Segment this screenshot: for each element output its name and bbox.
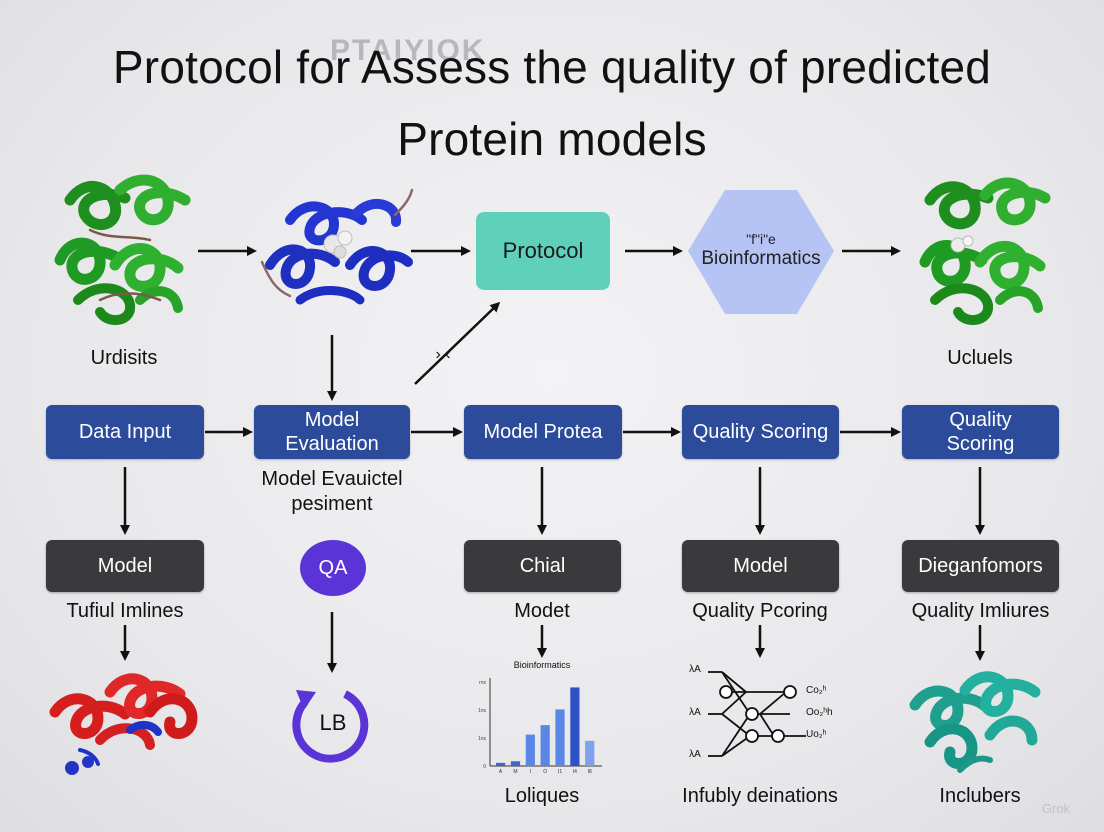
protein-structure-blue <box>260 188 414 305</box>
diagonal-arrow-label: › ‹ <box>435 346 451 363</box>
mini-chart-y-tick-label: 1ns <box>478 736 487 742</box>
mini-chart-bar <box>555 709 565 766</box>
bottom-label-col5: Inclubers <box>939 785 1021 807</box>
dieganfomors-box: Dieganfomors <box>902 540 1059 592</box>
mini-chart-bar <box>570 687 580 766</box>
model-evaluation-sublabel: Model Evauictel pesiment <box>261 468 403 515</box>
qa-label: QA <box>318 556 348 579</box>
mini-chart-x-tick-label: M <box>513 769 517 775</box>
mini-chart-bar <box>510 761 521 766</box>
lower-label-col5: Quality Imliures <box>911 600 1050 622</box>
mini-chart-x-tick-label: I1 <box>558 769 562 775</box>
page-title-line-2: Protein models <box>397 113 707 165</box>
hexagon-label: Bioinformatics <box>701 248 821 269</box>
mini-chart-title: Bioinformatics <box>514 660 571 670</box>
qa-circle: QA <box>300 540 366 596</box>
network-output-label-2: Oo₂ʰh <box>806 707 833 718</box>
grok-watermark: Grok <box>1041 801 1070 816</box>
model-box-2: Model <box>682 540 839 592</box>
ghost-watermark-text: PTAIYIOK <box>330 34 486 67</box>
mini-chart-bar <box>525 734 535 766</box>
bioinformatics-hexagon: "f"i"e Bioinformatics <box>688 188 834 314</box>
bottom-label-col4: Infubly deinations <box>682 785 838 807</box>
top-right-label: Ucluels <box>947 347 1013 369</box>
model-box-1: Model <box>46 540 204 592</box>
network-output-label-3: Uo₂ʰ <box>806 729 827 740</box>
page-title-line-1: Protocol for Assess the quality of predi… <box>112 41 992 93</box>
network-output-label-1: Co₂ʰ <box>806 685 827 696</box>
lower-label-col1: Tufiul Imlines <box>66 600 184 622</box>
model-protea-label: Model Protea <box>483 421 603 443</box>
mini-chart-y-tick-label: 1ns <box>478 708 487 714</box>
hexagon-small-text: "f"i"e <box>746 231 776 248</box>
mini-bar-chart: Bioinformatics rns 1ns 1ns 0A M I O I1 I4 I8 <box>478 660 602 775</box>
data-input-box: Data Input <box>46 405 204 459</box>
dieganfomors-label: Dieganfomors <box>918 554 1043 577</box>
network-input-label-2: λA <box>689 707 701 718</box>
model-box-1-label: Model <box>97 554 153 577</box>
arrow-diagonal-to-protocol <box>414 301 501 385</box>
mini-chart-bar <box>496 762 506 766</box>
quality-scoring-box-2: Quality Scoring <box>902 405 1059 459</box>
lb-icon-label: LB <box>319 710 347 735</box>
mini-chart-bar <box>540 725 550 766</box>
network-input-label-1: λA <box>689 664 701 675</box>
top-left-label: Urdisits <box>90 347 158 369</box>
quality-scoring-label-2: Quality Scoring <box>946 409 1015 455</box>
quality-scoring-box: Quality Scoring <box>682 405 839 459</box>
model-evaluation-label: Model Evaluation <box>285 409 379 455</box>
lower-label-col3: Modet <box>514 600 570 622</box>
chial-box: Chial <box>464 540 621 592</box>
scoring-network-diagram <box>708 671 806 757</box>
model-evaluation-box: Model Evaluation <box>254 405 410 459</box>
bottom-label-col3: Loliques <box>504 785 580 807</box>
protein-structure-red <box>49 673 198 775</box>
model-box-2-label: Model <box>733 554 788 577</box>
hexagon-shape <box>688 190 834 314</box>
mini-chart-x-tick-label: I8 <box>588 769 592 775</box>
network-input-label-3: λA <box>689 749 701 760</box>
chial-label: Chial <box>519 554 566 577</box>
quality-scoring-label: Quality Scoring <box>692 421 829 443</box>
protocol-box: Protocol <box>476 212 610 290</box>
protein-structure-teal <box>909 671 1041 773</box>
mini-chart-y-tick-label: 0 <box>483 764 486 770</box>
data-input-label: Data Input <box>78 421 172 443</box>
mini-chart-bar <box>585 740 595 766</box>
mini-chart-x-tick-label: I <box>530 769 531 775</box>
model-protea-box: Model Protea <box>464 405 622 459</box>
lower-label-col4: Quality Pcoring <box>692 600 828 622</box>
protein-structure-green-left <box>54 174 191 325</box>
mini-chart-x-tick-label: A <box>499 769 503 775</box>
refresh-cycle-icon <box>292 690 369 763</box>
mini-chart-y-tick-label: rns <box>479 680 486 686</box>
mini-chart-x-tick-label: I4 <box>573 769 577 775</box>
protein-structure-green-right <box>919 177 1051 325</box>
mini-chart-x-tick-label: O <box>543 769 547 775</box>
